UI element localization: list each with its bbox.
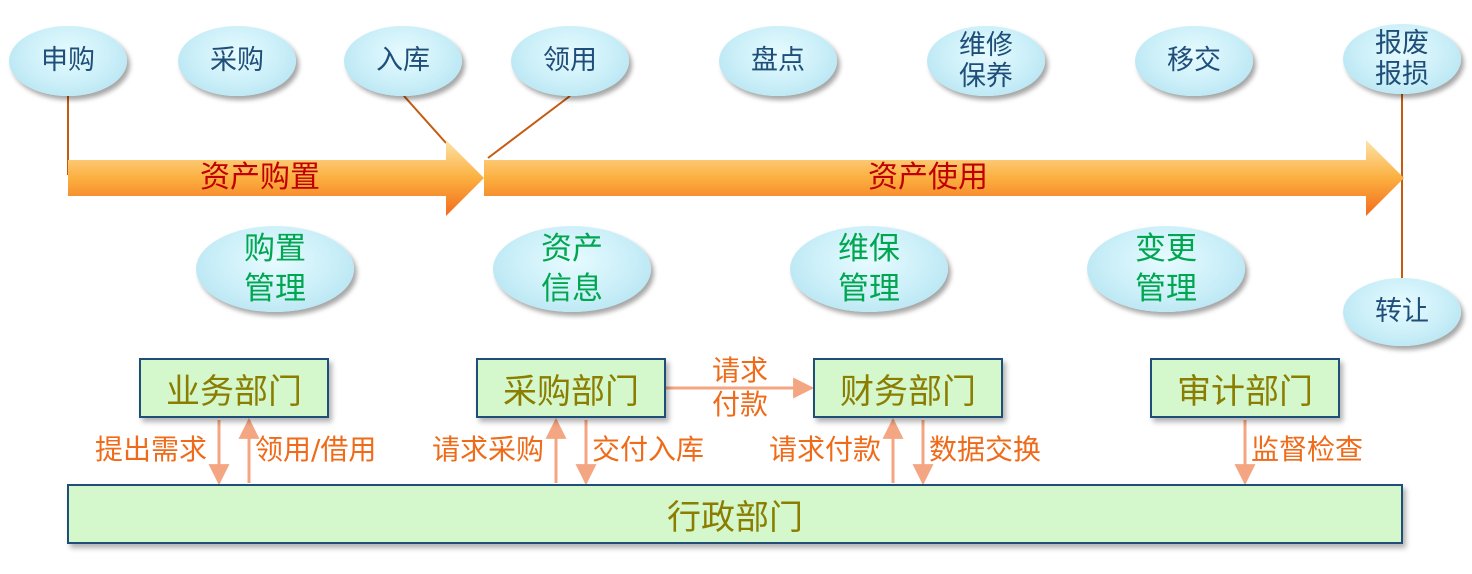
flow-label-request-payment-line1: 请求	[712, 354, 769, 387]
phase-arrow-purchase	[68, 140, 484, 216]
stage-disposal-line2: 报损	[1375, 59, 1429, 90]
dept-finance: 财务部门	[813, 358, 1003, 418]
stage-inventory: 盘点	[719, 26, 837, 96]
module-change-management-line1: 变更	[1135, 230, 1197, 267]
stage-maintenance-line1: 维修	[959, 29, 1013, 61]
stage-apply-label: 申购	[41, 45, 95, 77]
stage-purchase: 采购	[178, 26, 296, 96]
stage-sale-label: 转让	[1375, 296, 1429, 328]
stage-purchase-label: 采购	[210, 45, 264, 77]
dept-procurement-label: 采购部门	[503, 371, 639, 412]
dept-procurement: 采购部门	[476, 358, 666, 418]
flow-label-supervise: 监督检查	[1251, 433, 1364, 466]
stage-maintenance: 维修 保养	[927, 26, 1045, 96]
module-maintenance-management-line1: 维保	[838, 230, 900, 267]
dept-admin: 行政部门	[67, 484, 1403, 544]
dept-business: 业务部门	[139, 358, 329, 418]
flow-label-borrow-use: 领用/借用	[255, 433, 377, 466]
dept-business-label: 业务部门	[166, 371, 302, 412]
phase-label-usage: 资产使用	[868, 160, 988, 195]
stage-disposal: 报废 报损	[1343, 24, 1461, 94]
flow-label-request-pay: 请求付款	[769, 433, 882, 466]
stage-apply: 申购	[9, 26, 127, 96]
module-purchase-management-line1: 购置	[244, 230, 306, 267]
flow-label-request-payment-line2: 付款	[712, 388, 769, 421]
module-purchase-management-line2: 管理	[244, 271, 306, 307]
module-purchase-management: 购置 管理	[196, 226, 354, 312]
stage-stockin: 入库	[344, 26, 462, 96]
stage-transfer-label: 移交	[1167, 45, 1221, 77]
dept-audit-label: 审计部门	[1177, 371, 1313, 412]
stage-transfer: 移交	[1135, 26, 1253, 96]
stage-inventory-label: 盘点	[751, 45, 805, 77]
flow-label-request-purchase: 请求采购	[432, 433, 545, 466]
phase-label-purchase: 资产购置	[200, 160, 320, 195]
flow-label-data-exchange: 数据交换	[929, 433, 1042, 466]
connector-stockin	[403, 95, 447, 144]
stage-sale: 转让	[1343, 278, 1461, 346]
connector-claim	[487, 95, 571, 159]
module-change-management-line2: 管理	[1135, 271, 1197, 307]
module-asset-info-line1: 资产	[541, 230, 603, 267]
flow-label-deliver-stock: 交付入库	[592, 433, 705, 466]
phase-arrow-usage	[484, 140, 1404, 216]
stage-claim: 领用	[511, 26, 629, 96]
stage-claim-label: 领用	[543, 45, 597, 77]
stage-stockin-label: 入库	[376, 45, 430, 77]
dept-finance-label: 财务部门	[840, 371, 976, 412]
flow-label-raise-demand: 提出需求	[95, 433, 208, 466]
module-maintenance-management: 维保 管理	[790, 226, 948, 312]
stage-disposal-line1: 报废	[1375, 27, 1429, 59]
dept-audit: 审计部门	[1150, 358, 1340, 418]
dept-admin-label: 行政部门	[667, 497, 803, 538]
module-asset-info-line2: 信息	[541, 271, 603, 307]
stage-maintenance-line2: 保养	[959, 61, 1013, 92]
module-asset-info: 资产 信息	[493, 226, 651, 312]
module-change-management: 变更 管理	[1087, 226, 1245, 312]
module-maintenance-management-line2: 管理	[838, 271, 900, 307]
